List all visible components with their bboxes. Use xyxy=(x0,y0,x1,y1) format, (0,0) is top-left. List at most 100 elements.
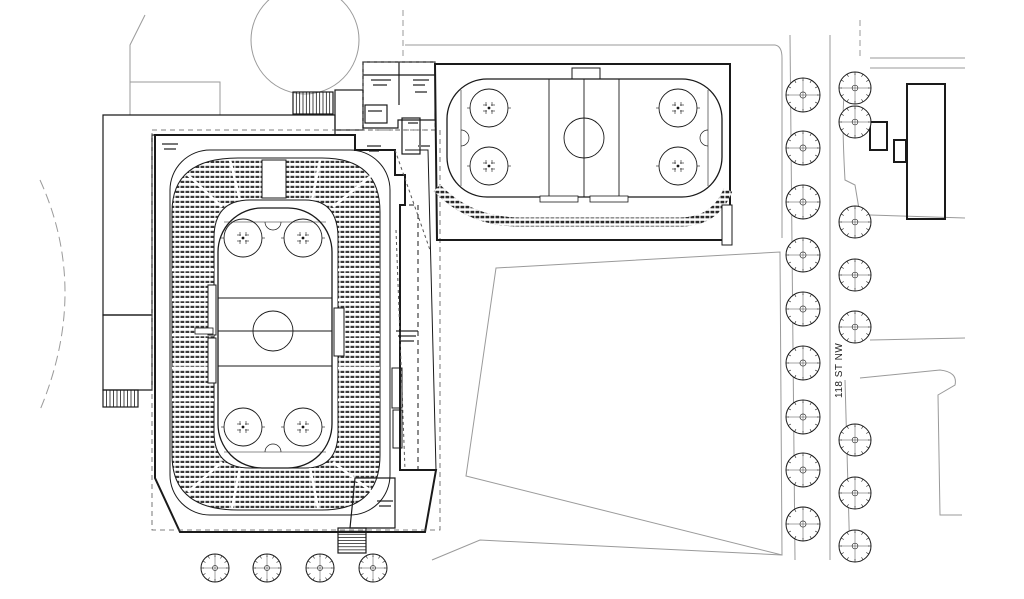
corridor-stair xyxy=(391,367,403,409)
site-context xyxy=(39,0,966,561)
south-edge xyxy=(431,539,783,561)
parking-lot xyxy=(465,251,783,556)
concourse-line xyxy=(169,149,391,516)
east-structure-b xyxy=(893,139,907,163)
tree-icon xyxy=(838,71,872,105)
room-label-mark xyxy=(162,143,178,145)
community-bleachers-pattern xyxy=(433,184,733,227)
room-label-mark xyxy=(367,145,381,147)
tree-icon xyxy=(838,476,872,510)
tree-icon xyxy=(785,345,821,381)
community-rink-boards xyxy=(446,78,723,198)
faceoff-circle-icon xyxy=(221,407,265,447)
main-rink-boards xyxy=(217,207,333,469)
main-faceoff-circles xyxy=(221,218,325,447)
east-building-block xyxy=(906,83,946,220)
arena-footprint-dashed xyxy=(151,129,441,531)
corridor-link xyxy=(401,117,421,155)
faceoff-circle-icon xyxy=(221,218,265,258)
north-end-portal xyxy=(261,159,287,199)
street-trees xyxy=(200,71,872,583)
aisle xyxy=(228,159,242,201)
tree-icon xyxy=(785,184,821,220)
zamboni-room xyxy=(571,67,601,81)
community-bench-1 xyxy=(539,195,579,203)
road-edge-east xyxy=(405,44,783,238)
room-label-mark xyxy=(379,505,391,507)
site-boundary-left xyxy=(129,14,146,115)
penalty-box-east xyxy=(333,307,345,357)
room-label-mark xyxy=(377,500,393,502)
room-label-mark xyxy=(400,340,414,342)
tree-icon xyxy=(305,553,335,583)
tree-icon xyxy=(838,423,872,457)
community-rink xyxy=(446,78,723,203)
room-label-mark xyxy=(408,122,418,124)
room-label-mark xyxy=(398,335,416,337)
tree-icon xyxy=(785,452,821,488)
faceoff-circle-icon xyxy=(467,88,511,128)
street-name-label: 118 ST NW xyxy=(834,343,845,398)
tree-icon xyxy=(252,553,282,583)
east-path-1 xyxy=(869,214,966,219)
corridor-wall-east xyxy=(405,149,437,471)
community-bench-2 xyxy=(589,195,629,203)
faceoff-circle-icon xyxy=(467,146,511,186)
south-office xyxy=(349,477,396,529)
aisle xyxy=(187,174,223,208)
annex-mid xyxy=(102,314,153,391)
tree-icon xyxy=(785,506,821,542)
tree-icon xyxy=(838,310,872,344)
tree-icon xyxy=(838,258,872,292)
main-arena xyxy=(151,129,441,533)
tree-icon xyxy=(200,553,230,583)
community-arena xyxy=(433,63,733,246)
east-structure-a xyxy=(869,121,888,151)
players-bench-west xyxy=(207,284,217,336)
annex-stair-treads xyxy=(106,390,135,407)
tree-icon xyxy=(785,130,821,166)
mechanical-room xyxy=(334,89,364,131)
room-label-mark xyxy=(164,148,176,150)
admin-office xyxy=(364,104,388,124)
community-stair xyxy=(721,204,733,246)
main-rink xyxy=(217,207,333,469)
tree-icon xyxy=(785,237,821,273)
room-label-mark xyxy=(413,84,425,86)
aisle xyxy=(187,461,223,493)
building-outline-north xyxy=(130,81,221,115)
aisle xyxy=(332,174,373,208)
tree-icon xyxy=(358,553,388,583)
aisle xyxy=(230,467,242,509)
tree-icon xyxy=(785,77,821,113)
tree-icon xyxy=(785,291,821,327)
faceoff-circle-icon xyxy=(281,218,325,258)
community-faceoff-circles xyxy=(467,88,700,186)
arc-west xyxy=(39,179,66,411)
faceoff-circle-icon xyxy=(281,407,325,447)
room-annotations xyxy=(162,79,430,507)
tree-icon xyxy=(838,529,872,563)
corridor-dashed xyxy=(400,204,419,470)
community-center-circle xyxy=(563,117,605,159)
east-path-2 xyxy=(869,337,966,341)
tree-icon xyxy=(838,205,872,239)
room-label-mark xyxy=(371,79,391,81)
corridor-diagonal-2 xyxy=(395,229,406,471)
community-crease-east xyxy=(699,129,709,147)
room-label-mark xyxy=(413,79,429,81)
aisle xyxy=(310,159,322,201)
aisle xyxy=(308,467,320,509)
corridor-stair-2 xyxy=(392,409,403,449)
seating-aisles xyxy=(172,159,380,509)
room-label-mark xyxy=(418,145,430,147)
room-label-mark xyxy=(396,330,418,332)
community-crease-west xyxy=(460,129,470,147)
tree-icon xyxy=(838,105,872,139)
east-building xyxy=(869,83,946,220)
main-center-circle xyxy=(252,310,294,352)
room-label-mark xyxy=(415,91,427,93)
south-stair-treads xyxy=(338,530,366,551)
north-stair-treads xyxy=(295,92,331,114)
main-crease-north xyxy=(264,221,282,231)
